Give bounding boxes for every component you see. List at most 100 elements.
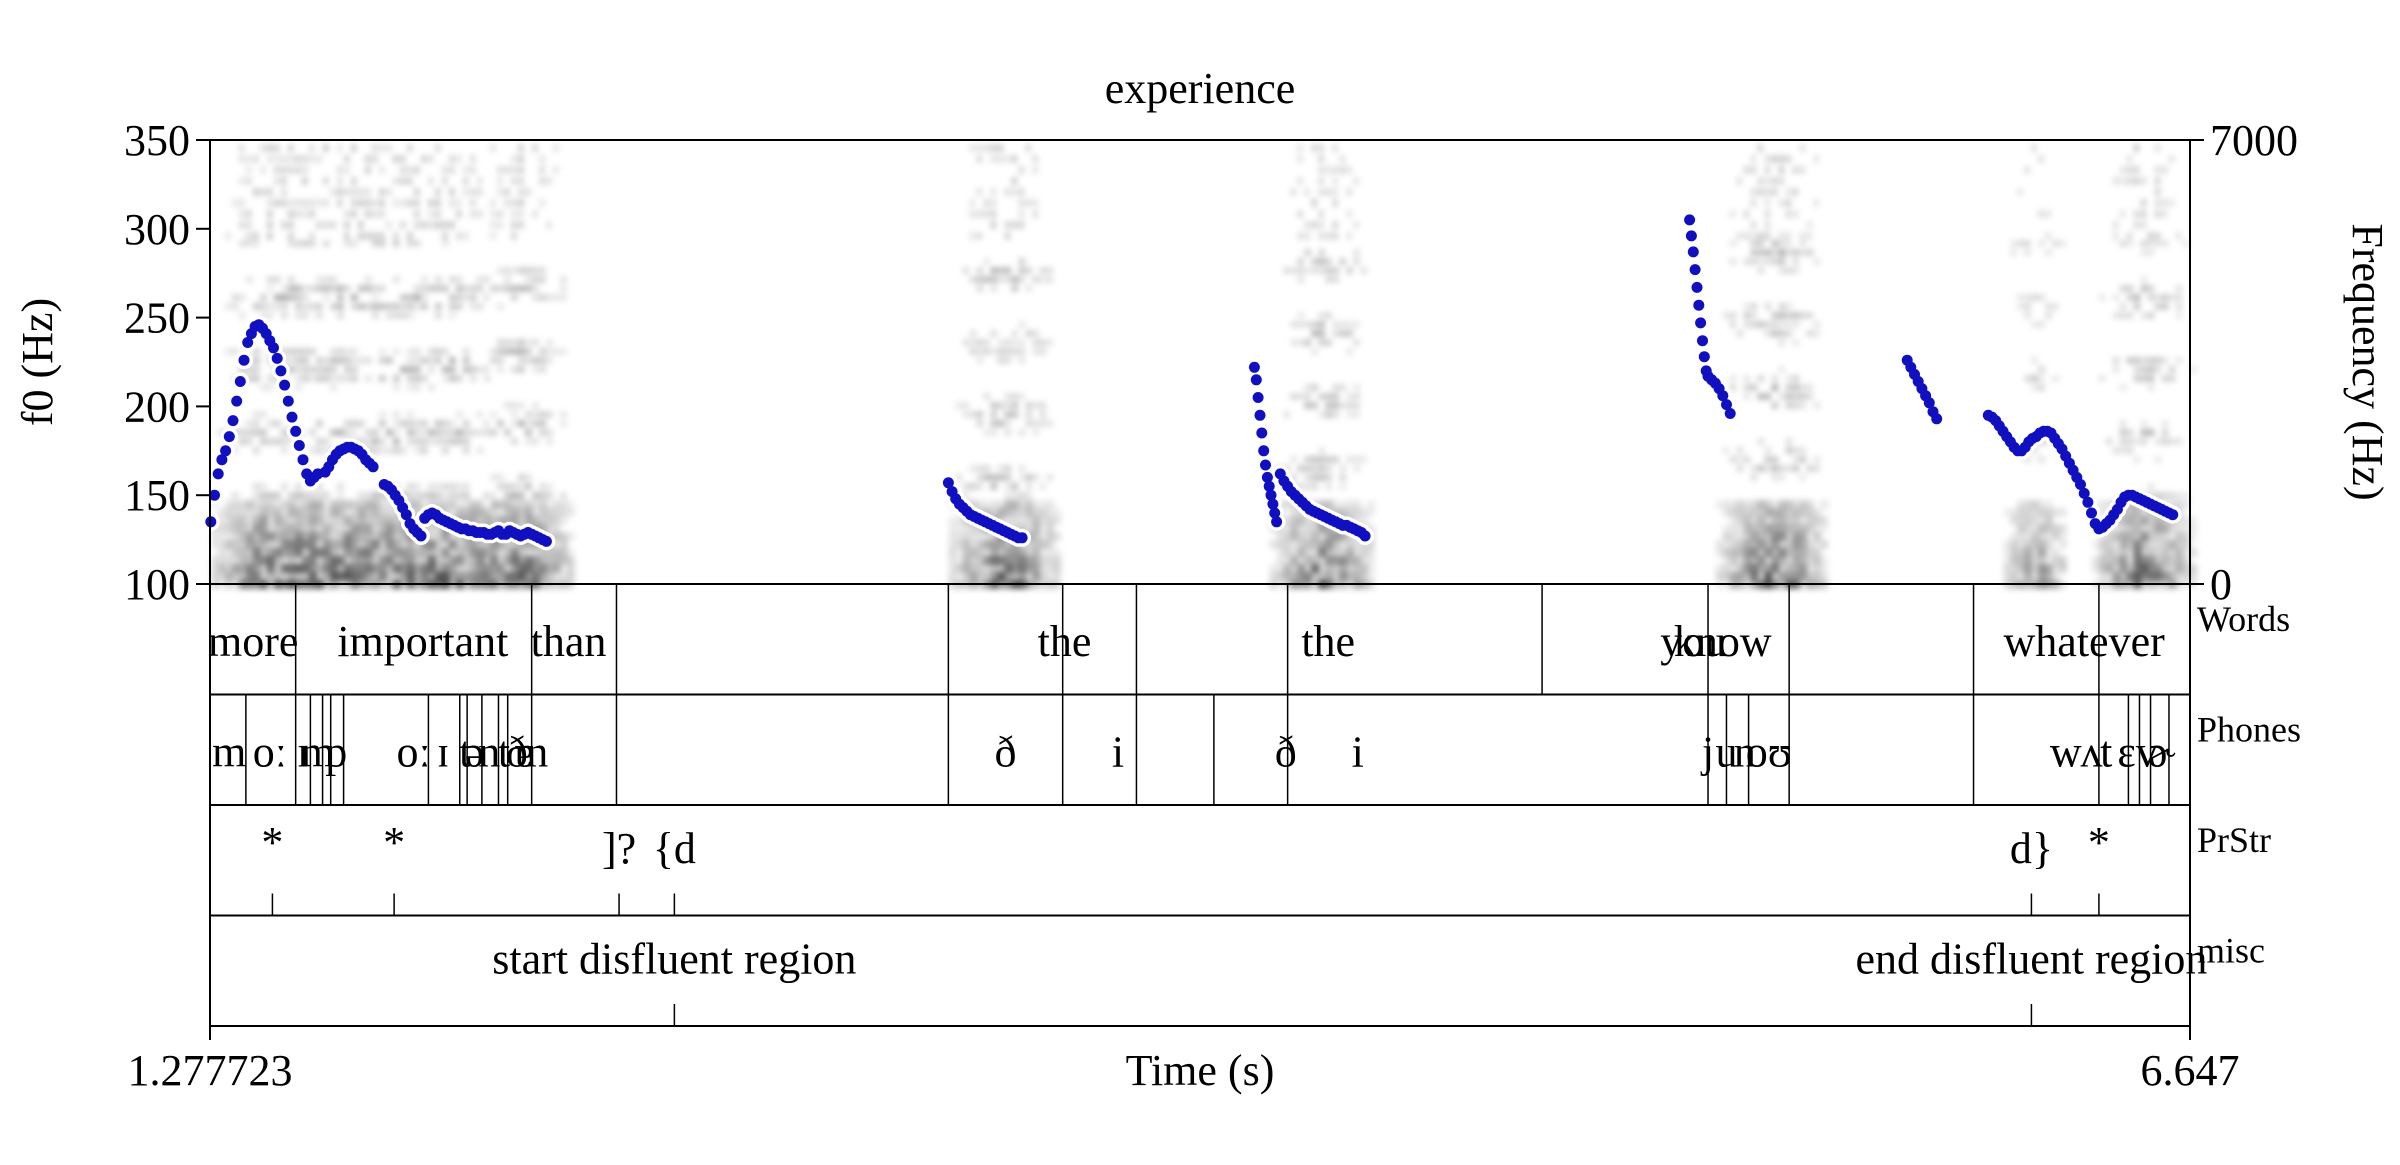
spectrogram-cell <box>2126 532 2135 541</box>
spectrogram-cell <box>2052 508 2061 517</box>
spectrogram-cell <box>503 199 510 207</box>
spectrogram-cell <box>1297 516 1306 525</box>
spectrogram-cell <box>1778 258 1786 265</box>
spectrogram-cell <box>510 572 519 581</box>
spectrogram-cell <box>948 540 957 549</box>
spectrogram-cell <box>336 556 345 565</box>
spectrogram-cell <box>1743 384 1751 391</box>
spectrogram-cell <box>287 564 296 573</box>
spectrogram-cell <box>273 500 282 509</box>
spectrogram-cell <box>1799 312 1807 319</box>
spectrogram-cell <box>1290 564 1299 573</box>
spectrogram-cell <box>2154 210 2161 218</box>
spectrogram-cell <box>385 572 394 581</box>
spectrogram-cell <box>2126 548 2135 557</box>
spectrogram-cell <box>280 438 288 445</box>
spectrogram-cell <box>489 144 496 152</box>
spectrogram-cell <box>1736 232 1743 240</box>
spectrogram-cell <box>2045 312 2053 319</box>
spectrogram-cell <box>350 556 359 565</box>
spectrogram-cell <box>990 429 998 436</box>
spectrogram-cell <box>489 221 496 229</box>
spectrogram-cell <box>315 303 323 310</box>
f0-point <box>1359 530 1371 542</box>
spectrogram-cell <box>378 166 385 174</box>
spectrogram-cell <box>997 556 1006 565</box>
spectrogram-cell <box>997 474 1005 481</box>
spectrogram-cell <box>2024 556 2033 565</box>
spectrogram-cell <box>1346 267 1354 274</box>
spectrogram-cell <box>1785 508 1794 517</box>
spectrogram-cell <box>2161 540 2170 549</box>
spectrogram-cell <box>427 285 435 292</box>
spectrogram-cell <box>1353 500 1362 509</box>
spectrogram-cell <box>1736 500 1745 509</box>
spectrogram-cell <box>364 572 373 581</box>
spectrogram-cell <box>364 516 373 525</box>
spectrogram-cell <box>1025 285 1033 292</box>
spectrogram-cell <box>448 357 456 364</box>
spectrogram-cell <box>315 285 323 292</box>
spectrogram-cell <box>406 420 414 427</box>
spectrogram-cell <box>1353 465 1361 472</box>
spectrogram-cell <box>1799 232 1806 240</box>
spectrogram-cell <box>1750 524 1759 533</box>
spectrogram-cell <box>413 375 421 382</box>
spectrogram-cell <box>1360 456 1368 463</box>
spectrogram-cell <box>1290 508 1299 517</box>
spectrogram-cell <box>322 500 331 509</box>
spectrogram-cell <box>385 303 393 310</box>
spectrogram-cell <box>2038 532 2047 541</box>
spectrogram-cell <box>489 411 497 418</box>
spectrogram-cell <box>392 348 400 355</box>
spectrogram-cell <box>455 285 463 292</box>
spectrogram-cell <box>1806 540 1815 549</box>
spectrogram-cell <box>1011 348 1019 355</box>
spectrogram-cell <box>496 556 505 565</box>
spectrogram-cell <box>1722 540 1731 549</box>
spectrogram-cell <box>1004 474 1012 481</box>
spectrogram-cell <box>1025 524 1034 533</box>
spectrogram-cell <box>482 572 491 581</box>
spectrogram-cell <box>1332 393 1340 400</box>
spectrogram-cell <box>343 240 351 247</box>
spectrogram-cell <box>245 556 254 565</box>
spectrogram-cell <box>469 366 477 373</box>
spectrogram-cell <box>245 508 254 517</box>
spectrogram-cell <box>1785 267 1793 274</box>
spectrogram-cell <box>2031 500 2040 509</box>
spectrogram-cell <box>1729 375 1737 382</box>
spectrogram-cell <box>434 188 441 196</box>
spectrogram-cell <box>2133 177 2140 185</box>
spectrogram-cell <box>1018 572 1027 581</box>
spectrogram-cell <box>2112 572 2121 581</box>
spectrogram-cell <box>259 492 267 499</box>
spectrogram-cell <box>1032 548 1041 557</box>
spectrogram-cell <box>343 540 352 549</box>
spectrogram-cell <box>1269 572 1278 581</box>
spectrogram-cell <box>371 155 378 163</box>
spectrogram-cell <box>1736 508 1745 517</box>
spectrogram-cell <box>2112 548 2121 557</box>
spectrogram-cell <box>1283 267 1291 274</box>
spectrogram-cell <box>350 188 357 196</box>
spectrogram-cell <box>517 199 524 207</box>
spectrogram-cell <box>1332 500 1341 509</box>
spectrogram-cell <box>955 564 964 573</box>
spectrogram-cell <box>343 210 350 218</box>
spectrogram-cell <box>1771 177 1778 185</box>
spectrogram-cell <box>434 483 442 490</box>
spectrogram-cell <box>1799 564 1808 573</box>
spectrogram-cell <box>308 556 317 565</box>
spectrogram-cell <box>252 240 260 247</box>
spectrogram-cell <box>1346 210 1353 218</box>
spectrogram-cell <box>336 144 343 152</box>
spectrogram-cell <box>2045 516 2054 525</box>
spectrogram-cell <box>524 508 533 517</box>
spectrogram-cell <box>990 500 999 509</box>
spectrogram-cell <box>273 420 281 427</box>
spectrogram-cell <box>1318 447 1326 454</box>
spectrogram-cell <box>1283 500 1292 509</box>
f0-point <box>942 477 954 489</box>
spectrogram-cell <box>210 572 219 581</box>
